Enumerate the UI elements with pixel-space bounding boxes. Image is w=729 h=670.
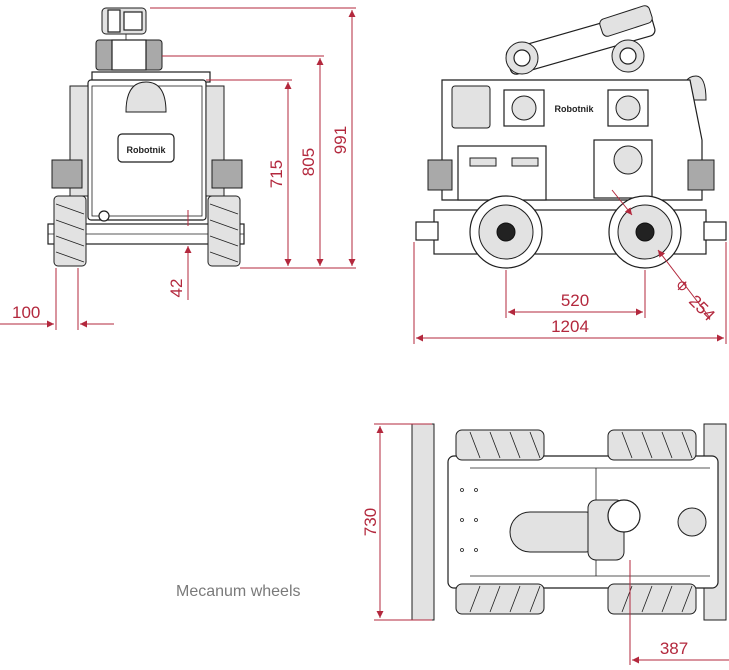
dim-100: 100 [12,303,40,322]
top-dimensions [374,423,729,665]
dim-42: 42 [167,279,186,298]
dim-254: 254 [685,291,718,324]
top-view [411,423,727,621]
side-brand-logo: Robotnik [555,104,595,114]
mecanum-wheels-caption: Mecanum wheels [176,583,301,600]
dim-805: 805 [299,148,318,176]
front-view: Robotnik [47,7,245,267]
dim-991: 991 [331,126,350,154]
dim-730: 730 [361,508,380,536]
dim-1204: 1204 [551,317,589,336]
front-dimensions [0,7,356,330]
dim-715: 715 [267,160,286,188]
dim-520: 520 [561,291,589,310]
side-dimensions [413,189,727,344]
front-brand-logo: Robotnik [127,145,167,155]
side-view: Robotnik [415,5,727,269]
dim-387: 387 [660,639,688,658]
diameter-symbol: ⌀ [677,275,687,294]
